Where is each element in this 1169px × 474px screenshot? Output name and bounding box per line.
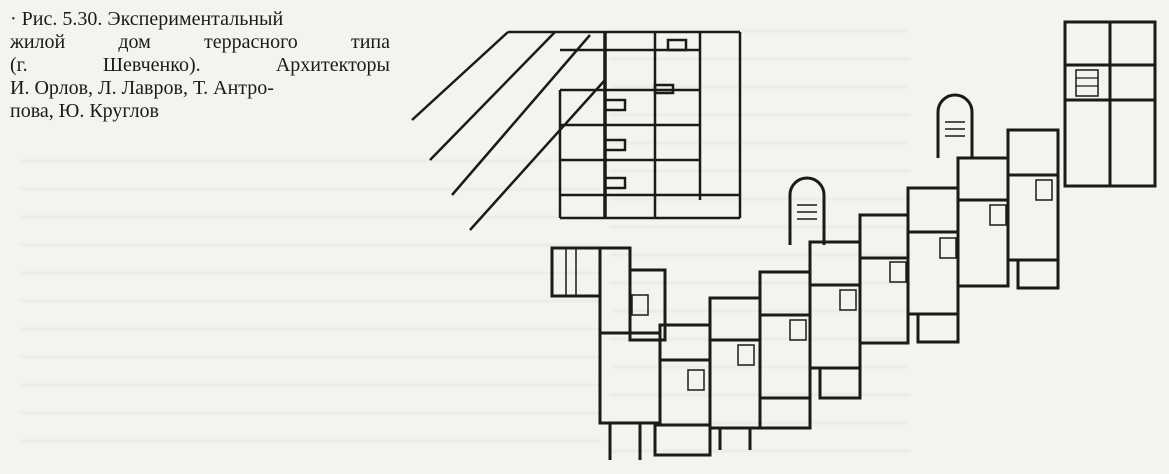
- caption-line: жилой дом террасного типа: [10, 31, 390, 53]
- building-section-drawing: [411, 30, 742, 231]
- caption-line: · Рис. 5.30. Экспериментальный: [10, 8, 284, 30]
- caption-line: (г. Шевченко). Архитекторы: [10, 54, 390, 76]
- figure-caption: · Рис. 5.30. Экспериментальный жилой дом…: [10, 8, 390, 123]
- caption-line: И. Орлов, Л. Лавров, Т. Антро-: [10, 77, 274, 99]
- bleed-through-texture: [20, 160, 600, 460]
- caption-line: пова, Ю. Круглов: [10, 100, 160, 122]
- building-plan-drawing: [550, 20, 1157, 460]
